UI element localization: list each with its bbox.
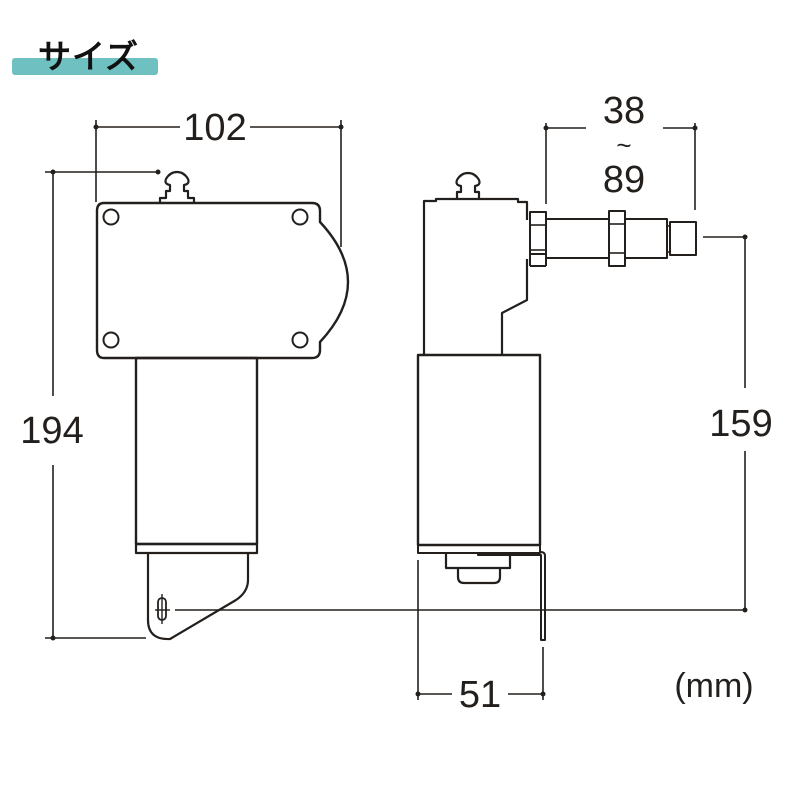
stroke-max-label: 89 [603,159,645,201]
shaft-height-label: 159 [709,403,772,445]
unit-label: (mm) [674,667,753,705]
depth-dimension-label: 51 [459,674,501,716]
height-dimension-label: 194 [20,410,83,452]
front-view [45,120,748,641]
side-view [415,123,748,700]
width-dimension-label: 102 [183,107,246,149]
stroke-min-label: 38 [603,90,645,132]
stroke-range-separator: ~ [616,130,631,160]
section-title: サイズ [38,37,140,76]
title-underline-bar [12,58,158,75]
section-header: サイズ [12,28,162,78]
